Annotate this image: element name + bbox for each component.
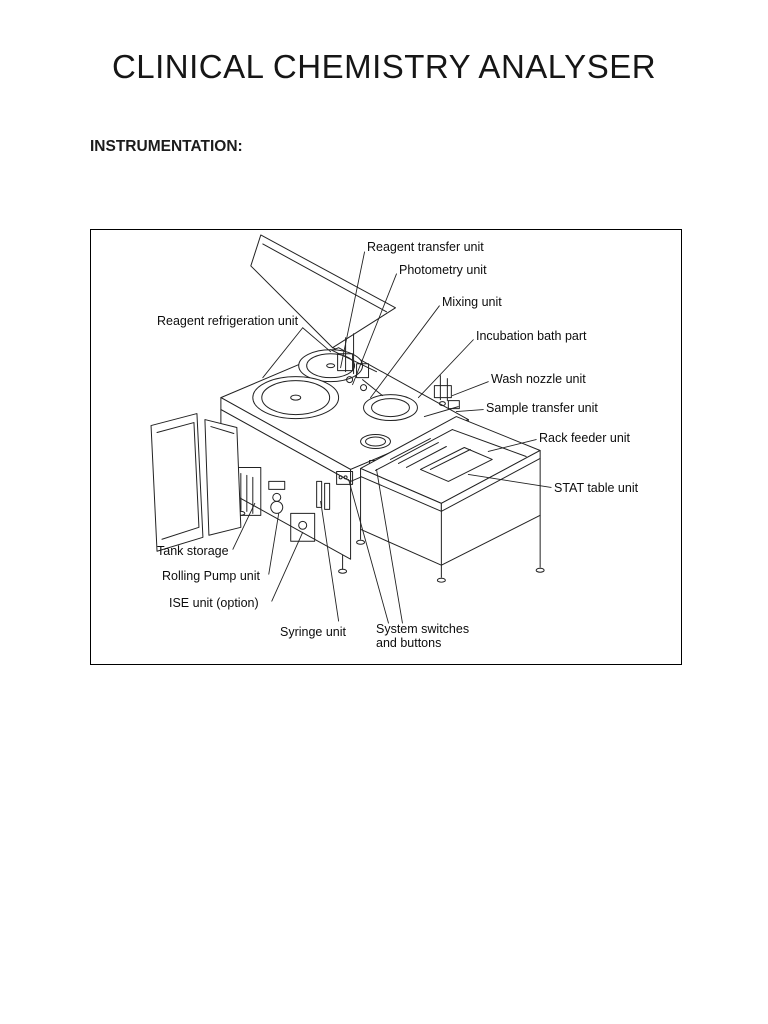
lid-shape <box>250 234 396 352</box>
label-reagent-refrigeration-unit: Reagent refrigeration unit <box>157 314 299 328</box>
section-heading: INSTRUMENTATION: <box>90 138 243 155</box>
label-system-switches-and-buttons: System switches and buttons <box>376 622 470 651</box>
label-syringe-unit: Syringe unit <box>280 625 347 639</box>
leader-lines <box>232 251 552 624</box>
label-tank-storage: Tank storage <box>157 544 229 558</box>
page-title: CLINICAL CHEMISTRY ANALYSER <box>111 48 657 85</box>
rack-feeder-table-shape <box>356 416 545 583</box>
label-rolling-pump-unit: Rolling Pump unit <box>162 569 260 583</box>
doors-shape <box>150 413 242 552</box>
label-incubation-bath-part: Incubation bath part <box>476 329 587 343</box>
label-stat-table-unit: STAT table unit <box>554 481 639 495</box>
label-ise-unit-option: ISE unit (option) <box>169 596 259 610</box>
incubation-ring-shape <box>360 394 418 449</box>
analyser-illustration <box>150 234 552 624</box>
label-reagent-transfer-unit: Reagent transfer unit <box>367 240 484 254</box>
label-sample-transfer-unit: Sample transfer unit <box>486 401 598 415</box>
label-rack-feeder-unit: Rack feeder unit <box>539 431 631 445</box>
label-mixing-unit: Mixing unit <box>442 295 502 309</box>
label-photometry-unit: Photometry unit <box>399 263 487 277</box>
label-wash-nozzle-unit: Wash nozzle unit <box>491 372 586 386</box>
analyser-diagram-frame: Reagent transfer unit Photometry unit Mi… <box>90 229 682 665</box>
